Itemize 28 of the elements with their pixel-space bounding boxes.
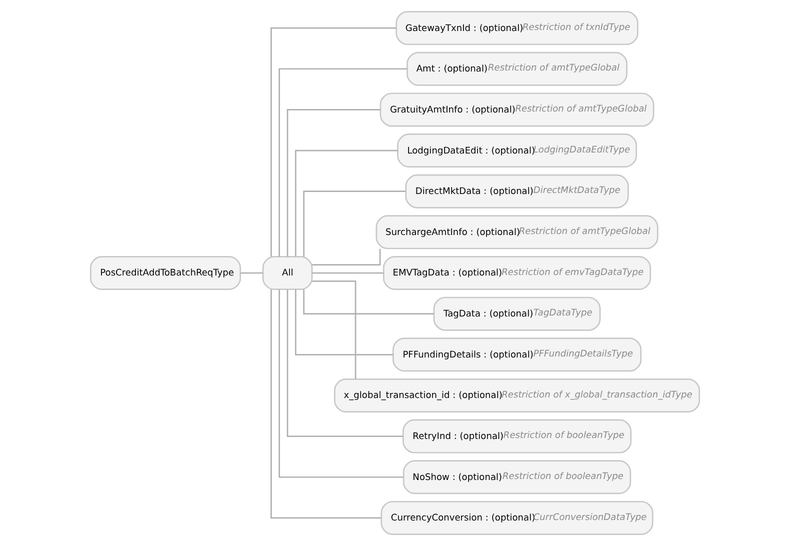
connector [286,109,380,256]
node-box: RetryInd : (optional)Restriction of booleanType [402,419,632,454]
connector [312,272,383,274]
node-box: PosCreditAddToBatchReqType [89,256,240,290]
node-box: LodgingDataEdit : (optional)LodgingDataEditType [396,134,636,168]
connector [312,280,356,380]
node-box: All [262,256,312,290]
node-box: DirectMktData : (optional)DirectMktDataType [404,174,628,208]
node-box: NoShow : (optional)Restriction of booleanType [402,460,631,494]
connector [278,289,403,478]
connector [270,289,381,519]
connector [294,150,398,256]
node-box: Amt : (optional)Restriction of amtTypeGlobal [406,52,627,86]
connector [302,190,406,256]
connector [270,27,396,257]
node-box: x_global_transaction_id : (optional)Restriction of x_global_transaction_idType [334,378,700,412]
node-box: GratuityAmtInfo : (optional)Restriction of amtTypeGlobal [379,92,654,127]
node-box: GatewayTxnId : (optional)Restriction of txnIdType [395,11,638,46]
node-box: TagData : (optional)TagDataType [432,296,600,331]
connector [278,68,407,257]
connector [294,290,393,356]
node-box: SurchargeAmtInfo : (optional)Restriction of amtTypeGlobal [375,215,658,250]
node-box: EMVTagData : (optional)Restriction of emvTagDataType [382,256,651,290]
connector [240,272,262,274]
node-box: CurrencyConversion : (optional)CurrConversionDataType [380,500,653,535]
node-box: PFFundingDetails : (optional)PFFundingDetailsType [392,338,642,372]
connector [286,290,402,437]
connector [302,289,434,314]
